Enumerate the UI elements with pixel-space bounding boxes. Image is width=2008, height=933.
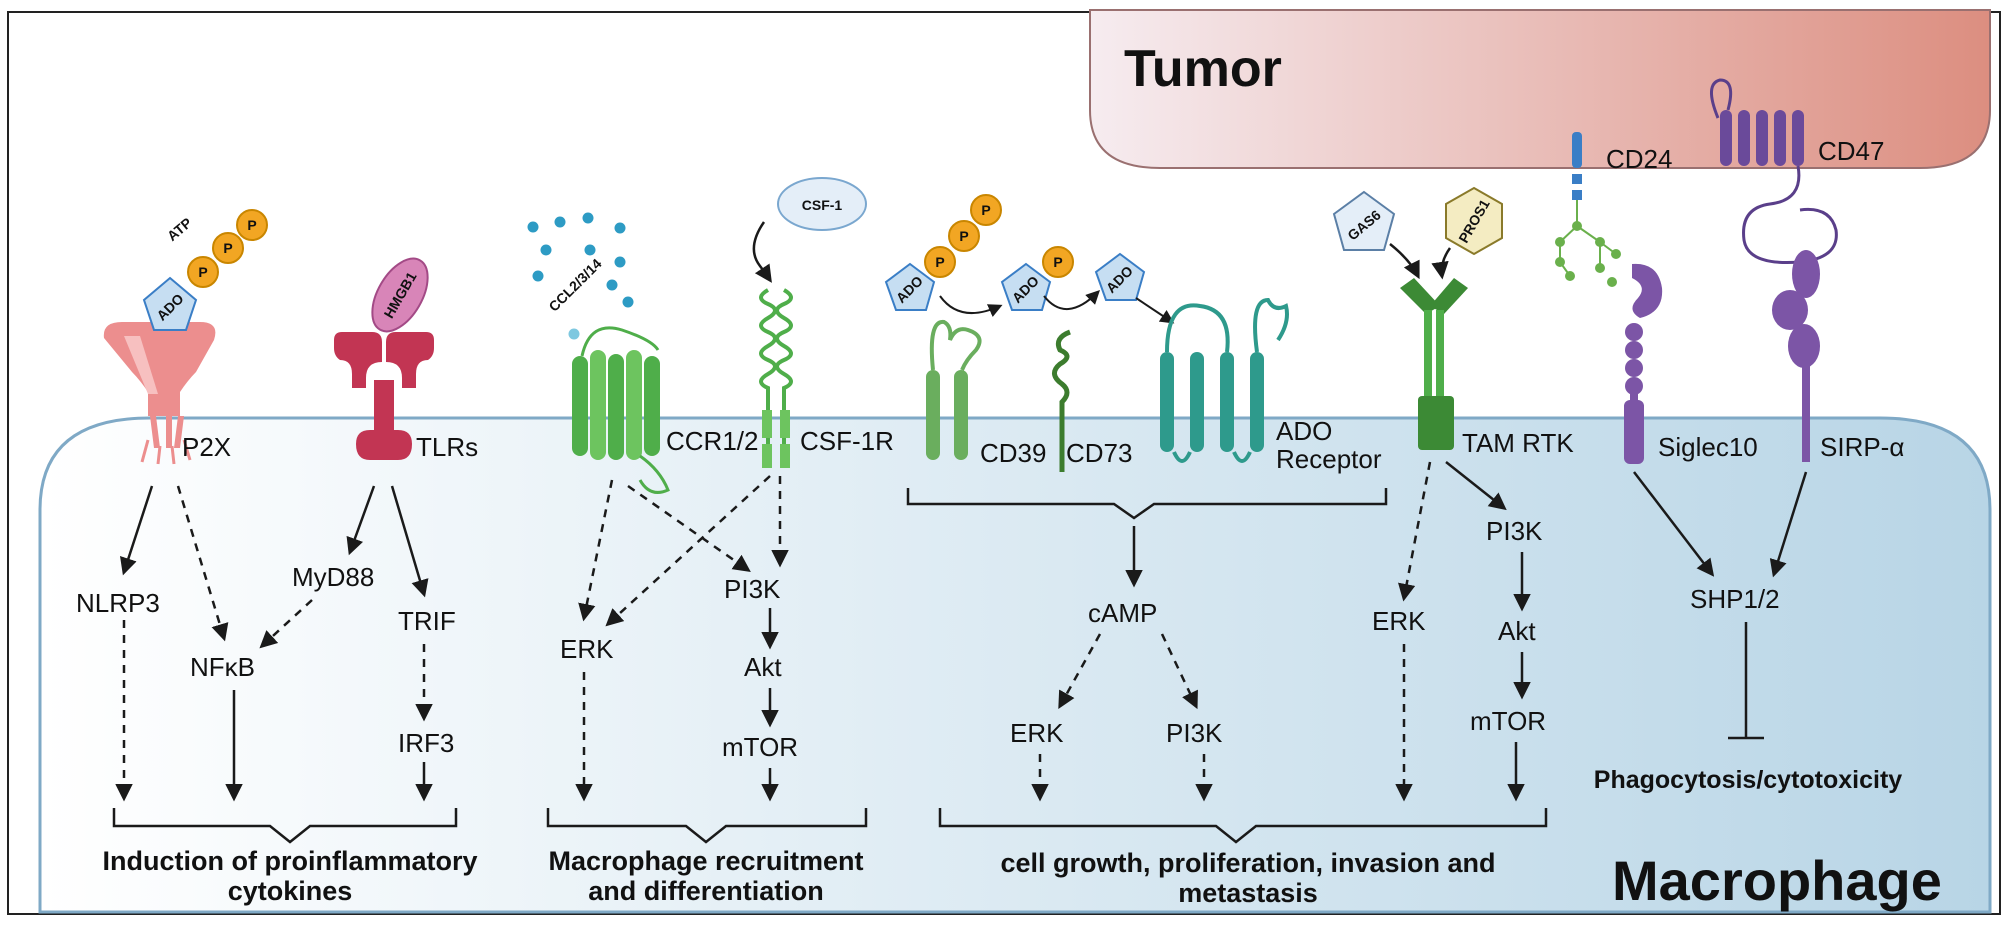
csf1-binding-arrow	[752, 221, 772, 283]
growth-bracket	[938, 808, 1548, 844]
tam-arrows	[1395, 461, 1531, 802]
macrophage-cell	[38, 416, 1992, 914]
ccr-receptor-icon	[572, 326, 670, 494]
proinflam-bracket	[112, 808, 458, 844]
sirpa-label: SIRP-α	[1820, 432, 1904, 462]
gas6-binding-arrow	[1389, 243, 1420, 280]
ado-receptor-label-2: Receptor	[1276, 444, 1382, 474]
cd47-label: CD47	[1818, 136, 1884, 166]
csf1r-label: CSF-1R	[800, 426, 894, 456]
cd47-icon	[1710, 78, 1838, 265]
erk-label-ccr: ERK	[560, 634, 614, 664]
atp-p2-label: P	[223, 240, 232, 256]
atp-adenosine-icon	[884, 194, 1002, 311]
tumor-label: Tumor	[1124, 40, 1282, 98]
hmgb1-ligand-icon	[371, 257, 429, 333]
p2x-label: P2X	[182, 432, 231, 462]
ado-atp-p2-label: P	[959, 228, 968, 244]
cd24-label: CD24	[1606, 144, 1672, 174]
csf1-ligand-icon	[777, 177, 867, 231]
phago-outcome: Phagocytosis/cytotoxicity	[1594, 766, 1903, 794]
atp-molecule-icon	[142, 209, 268, 331]
camp-arrows	[1031, 526, 1213, 802]
cd24-icon	[1555, 132, 1621, 287]
trif-label: TRIF	[398, 606, 456, 636]
checkpoint-arrows	[1633, 471, 1808, 740]
ccl-chemokine-dots-icon	[527, 212, 634, 340]
nlrp3-label: NLRP3	[76, 588, 160, 618]
gas6-ligand-icon	[1332, 190, 1396, 251]
erk-label-tam: ERK	[1372, 606, 1426, 636]
myd88-label: MyD88	[292, 562, 374, 592]
macrophage-label: Macrophage	[1612, 849, 1942, 912]
ado-atp-p3-label: P	[981, 202, 990, 218]
adp-adenosine-icon	[1000, 246, 1074, 311]
cd39-receptor-icon	[926, 320, 982, 460]
siglec10-receptor-icon	[1624, 263, 1663, 464]
camp-label: cAMP	[1088, 598, 1157, 628]
ado-receptor-label-1: ADO	[1276, 416, 1332, 446]
adenosine-icon	[1094, 252, 1146, 301]
ado-to-receptor-arrow	[1135, 297, 1175, 324]
adp-to-ado-arrow	[1043, 290, 1100, 311]
tam-rtk-label: TAM RTK	[1462, 428, 1574, 458]
pi3k-label-csf: PI3K	[724, 574, 781, 604]
ado-atp-p1-label: P	[935, 254, 944, 270]
cd39-label: CD39	[980, 438, 1046, 468]
ccr-csf-arrows	[575, 475, 789, 802]
growth-outcome-2: metastasis	[1178, 878, 1318, 908]
tam-rtk-receptor-icon	[1400, 278, 1468, 450]
pi3k-label-camp: PI3K	[1166, 718, 1223, 748]
tlr-receptor-icon	[334, 332, 434, 460]
pi3k-label-tam: PI3K	[1486, 516, 1543, 546]
pros1-ligand-icon	[1445, 186, 1503, 256]
p2x-tlr-arrows	[115, 485, 433, 802]
atp-to-adp-arrow	[939, 295, 1003, 317]
atp-p3-label: P	[247, 217, 256, 233]
nfkb-label: NFκB	[190, 652, 255, 682]
cd73-receptor-icon	[1052, 329, 1071, 472]
growth-outcome-1: cell growth, proliferation, invasion and	[1000, 848, 1495, 878]
sirpa-receptor-icon	[1772, 250, 1820, 462]
akt-label-tam: Akt	[1498, 616, 1536, 646]
atp-p1-label: P	[198, 264, 207, 280]
mtor-label-tam: mTOR	[1470, 706, 1546, 736]
csf1r-receptor-icon	[759, 288, 793, 468]
irf3-label: IRF3	[398, 728, 454, 758]
adenosine-bracket	[906, 488, 1388, 520]
siglec10-label: Siglec10	[1658, 432, 1758, 462]
ado-receptor-icon	[1160, 297, 1289, 463]
proinflam-outcome-1: Induction of proinflammatory	[103, 846, 478, 876]
erk-label-camp: ERK	[1010, 718, 1064, 748]
cd73-label: CD73	[1066, 438, 1132, 468]
ado-adp-p-label: P	[1053, 254, 1062, 270]
pros1-binding-arrow	[1431, 247, 1452, 280]
p2x-receptor-icon	[103, 322, 216, 465]
akt-label-csf: Akt	[744, 652, 782, 682]
tlrs-label: TLRs	[416, 432, 478, 462]
recruit-outcome-1: Macrophage recruitment	[548, 846, 863, 876]
recruit-outcome-2: and differentiation	[588, 876, 824, 906]
proinflam-outcome-2: cytokines	[228, 876, 353, 906]
shp-label: SHP1/2	[1690, 584, 1780, 614]
mtor-label-csf: mTOR	[722, 732, 798, 762]
recruit-bracket	[546, 808, 868, 844]
ccr-label: CCR1/2	[666, 426, 758, 456]
csf1-label: CSF-1	[802, 197, 843, 213]
